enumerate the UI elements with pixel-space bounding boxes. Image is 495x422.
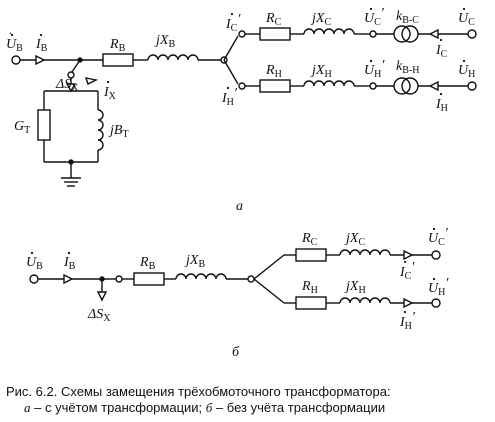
conductance-gt: [37, 109, 51, 141]
label-jbt: jBТ: [108, 123, 129, 140]
dot-ub: .: [9, 23, 12, 37]
label-icp-b: IС′: [399, 260, 415, 282]
inductor-jxb-b: [175, 273, 227, 280]
label-rb-b: RВ: [139, 255, 156, 272]
tag-b: б: [232, 345, 240, 360]
output-terminal-n-b: [431, 298, 441, 308]
label-dsx: ΔSХ: [55, 77, 79, 94]
susceptance-jbt: [97, 109, 104, 151]
inductor-jxc-b: [339, 249, 391, 256]
label-rn: RН: [265, 63, 282, 80]
inductor-jxc: [303, 28, 355, 35]
current-arrow-icp-b: [403, 249, 414, 261]
label-ic-prime: IС′: [225, 12, 241, 34]
label-ic: IС: [435, 43, 448, 60]
diagram-a: [11, 25, 477, 187]
label-ucp: UС′: [364, 6, 385, 28]
caption-text-b: – без учёта трансформации: [212, 400, 386, 415]
resistor-rc: [259, 27, 291, 41]
label-ix: IХ: [103, 85, 117, 102]
caption-line-1: Рис. 6.2. Схемы замещения трёхобмоточног…: [6, 384, 391, 399]
current-arrow-inp-b: [403, 297, 414, 309]
input-terminal-b: [29, 274, 39, 284]
label-dsx-b: ΔSХ: [87, 307, 111, 324]
caption-text-a: – с учётом трансформации;: [30, 400, 206, 415]
ground-icon: [61, 162, 81, 187]
inductor-jxn-b: [339, 297, 391, 304]
label-ucp-b: UС′: [428, 226, 449, 248]
labels-a: UВ . IВ RВ jXВ IС′ IН′ RС jXС UС′ kВ-С U…: [6, 6, 475, 214]
current-arrow-ix: [84, 77, 99, 85]
tag-a: а: [236, 199, 243, 214]
current-arrow-ic: [428, 28, 439, 40]
current-arrow-ib: [35, 54, 46, 66]
label-jxc-b: jXС: [344, 231, 365, 248]
resistor-rb: [102, 53, 134, 67]
ideal-transformer-c: [393, 25, 419, 43]
label-ub: UВ: [6, 37, 23, 54]
label-unp-b: UН′: [428, 276, 449, 298]
label-ib: IВ: [35, 37, 48, 54]
inductor-jxn: [303, 80, 355, 87]
label-jxb: jXВ: [154, 33, 175, 50]
label-in-prime: IН′: [221, 86, 238, 108]
label-inp-b: IН′: [399, 310, 416, 332]
label-rn-b: RН: [301, 279, 318, 296]
figure-caption: Рис. 6.2. Схемы замещения трёхобмоточног…: [6, 384, 492, 416]
diagram-b: [29, 248, 441, 310]
resistor-rb-b: [133, 272, 165, 286]
output-terminal-c: [467, 29, 477, 39]
label-jxc: jXС: [310, 11, 331, 28]
label-jxn-b: jXН: [344, 279, 366, 296]
ideal-transformer-n: [393, 77, 419, 95]
label-kbc: kВ-С: [396, 9, 419, 26]
resistor-rc-b: [295, 248, 327, 262]
label-rc: RС: [265, 11, 282, 28]
resistor-rn: [259, 79, 291, 93]
label-un: UН: [458, 63, 475, 80]
caption-line-2: а – с учётом трансформации; б – без учёт…: [6, 400, 492, 416]
label-kbn: kВ-Н: [396, 59, 419, 76]
output-terminal-c-b: [431, 250, 441, 260]
labels-b: UВ IВ RВ jXВ RС jXС UС′ IС′ RН jXН UН′ I…: [26, 226, 449, 360]
equivalent-circuit-diagrams: UВ . IВ RВ jXВ IС′ IН′ RС jXС UС′ kВ-С U…: [6, 6, 477, 360]
shunt-arrow: [65, 83, 77, 93]
current-arrow-ib-b: [63, 273, 74, 285]
caption-letter-a: а: [24, 400, 31, 415]
label-in: IН: [435, 97, 448, 114]
resistor-rn-b: [295, 296, 327, 310]
label-jxn: jXН: [310, 63, 332, 80]
label-gt: GТ: [14, 119, 30, 136]
input-terminal: [11, 55, 21, 65]
label-uc: UС: [458, 11, 475, 28]
shunt-arrow-b: [96, 291, 108, 302]
label-jxb-b: jXВ: [184, 253, 205, 270]
output-terminal-n: [467, 81, 477, 91]
label-ib-b: IВ: [63, 255, 76, 272]
inductor-jxb: [147, 54, 199, 61]
caption-letter-b: б: [205, 400, 213, 415]
phasor-dots: [10, 7, 466, 314]
label-rb: RВ: [109, 37, 126, 54]
label-unp: UН′: [364, 58, 385, 80]
label-rc-b: RС: [301, 231, 318, 248]
current-arrow-in: [428, 80, 439, 92]
label-ub-b: UВ: [26, 255, 43, 272]
